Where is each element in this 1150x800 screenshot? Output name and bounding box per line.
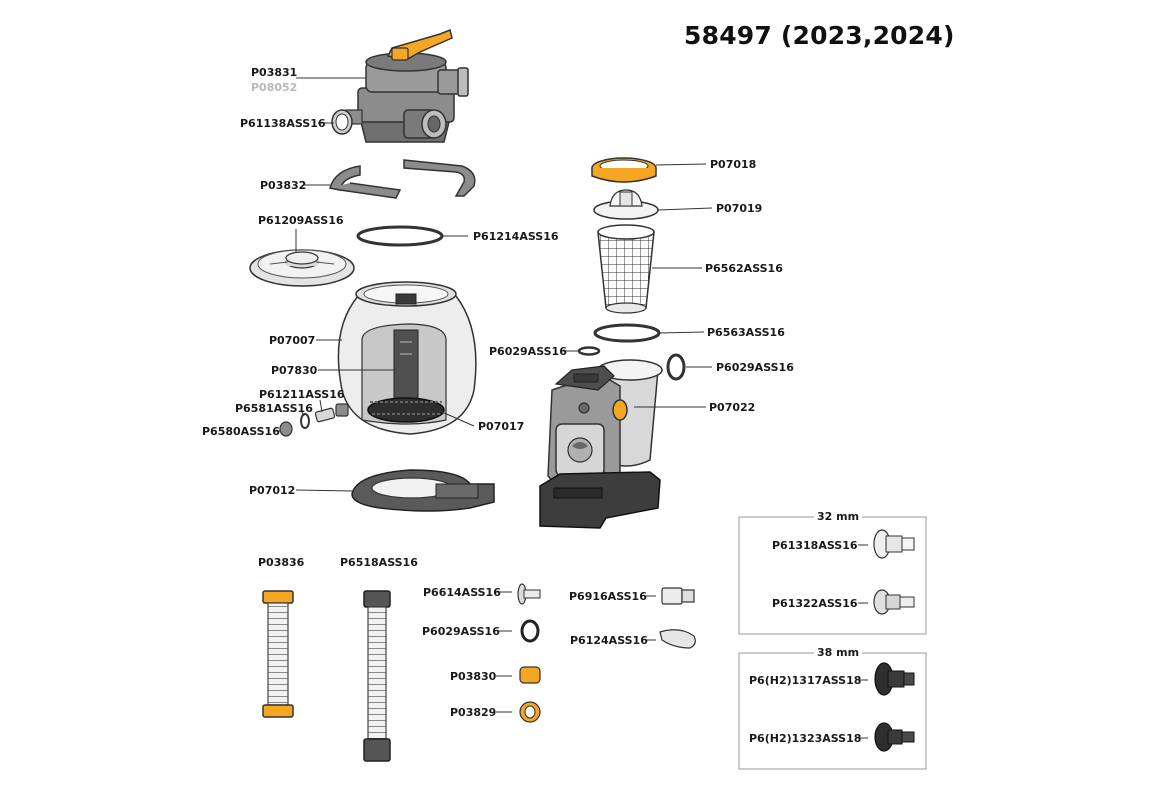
label-laterals: P07017 xyxy=(478,420,525,433)
fitting-32-a-icon xyxy=(873,529,915,559)
tank-oring-icon xyxy=(356,225,444,247)
diagram-title: 58497 (2023,2024) xyxy=(684,21,955,50)
label-pipe: P07830 xyxy=(271,364,318,377)
label-gauge: P61138ASS16 xyxy=(240,117,326,130)
tank-icon xyxy=(335,281,477,435)
label-tank-oring: P61214ASS16 xyxy=(473,230,559,243)
label-box32-item2: P61322ASS16 xyxy=(772,597,858,610)
leader-lines xyxy=(274,77,868,739)
plunger-icon xyxy=(517,583,541,605)
oring-list-icon xyxy=(520,619,540,643)
label-valve: P03831 xyxy=(251,66,298,79)
label-box38-item2: P6(H2)1323ASS18 xyxy=(749,732,862,745)
fitting-38-a-icon xyxy=(874,662,915,696)
label-adapter: P6916ASS16 xyxy=(569,590,647,603)
lock-ring-icon xyxy=(591,157,657,183)
hose-gray-icon xyxy=(363,590,391,762)
label-drain-cap-b: P6580ASS16 xyxy=(202,425,280,438)
label-strainer-oring: P6563ASS16 xyxy=(707,326,785,339)
fitting-32-b-icon xyxy=(873,589,915,615)
hose-yellow-icon xyxy=(262,590,294,718)
box-38mm xyxy=(738,652,927,770)
label-lock-ring: P07018 xyxy=(710,158,757,171)
gauge-icon xyxy=(331,109,363,135)
adapter-icon xyxy=(661,587,695,605)
fitting-38-b-icon xyxy=(874,722,915,752)
label-box32-item1: P61318ASS16 xyxy=(772,539,858,552)
label-valve-alt: P08052 xyxy=(251,81,298,94)
label-strainer: P6562ASS16 xyxy=(705,262,783,275)
strainer-basket-icon xyxy=(597,224,655,314)
label-strainer-lid: P07019 xyxy=(716,202,763,215)
label-base: P07012 xyxy=(249,484,296,497)
label-pump: P07022 xyxy=(709,401,756,414)
strainer-lid-icon xyxy=(593,189,659,220)
pump-icon xyxy=(539,359,663,529)
label-hose-gray: P6518ASS16 xyxy=(340,556,418,569)
label-drain-oring: P6581ASS16 xyxy=(235,402,313,415)
label-drain-cap-a: P61211ASS16 xyxy=(259,388,345,401)
label-box38-item1: P6(H2)1317ASS18 xyxy=(749,674,862,687)
label-clamp: P03832 xyxy=(260,179,307,192)
drain-parts-icon xyxy=(279,407,336,437)
box38-title: 38 mm xyxy=(814,646,863,659)
box-32mm xyxy=(738,516,927,635)
label-plunger: P6614ASS16 xyxy=(423,586,501,599)
label-tank: P07007 xyxy=(269,334,316,347)
clip-icon xyxy=(659,629,696,649)
valve-icon xyxy=(357,28,469,143)
nut-icon xyxy=(519,666,541,684)
strainer-oring-icon xyxy=(593,323,661,343)
clamp-icon xyxy=(329,159,476,199)
label-hose-yellow: P03836 xyxy=(258,556,305,569)
label-oring-small-left: P6029ASS16 xyxy=(489,345,567,358)
label-cover: P61209ASS16 xyxy=(258,214,344,227)
box32-title: 32 mm xyxy=(814,510,863,523)
label-nut: P03830 xyxy=(450,670,497,683)
small-oring-left-icon xyxy=(577,346,601,356)
collar-icon xyxy=(519,701,541,723)
tank-cover-icon xyxy=(249,249,355,287)
label-clip: P6124ASS16 xyxy=(570,634,648,647)
base-icon xyxy=(351,469,495,512)
small-oring-right-icon xyxy=(666,353,686,381)
label-oring-list: P6029ASS16 xyxy=(422,625,500,638)
label-oring-small-right: P6029ASS16 xyxy=(716,361,794,374)
label-collar: P03829 xyxy=(450,706,497,719)
